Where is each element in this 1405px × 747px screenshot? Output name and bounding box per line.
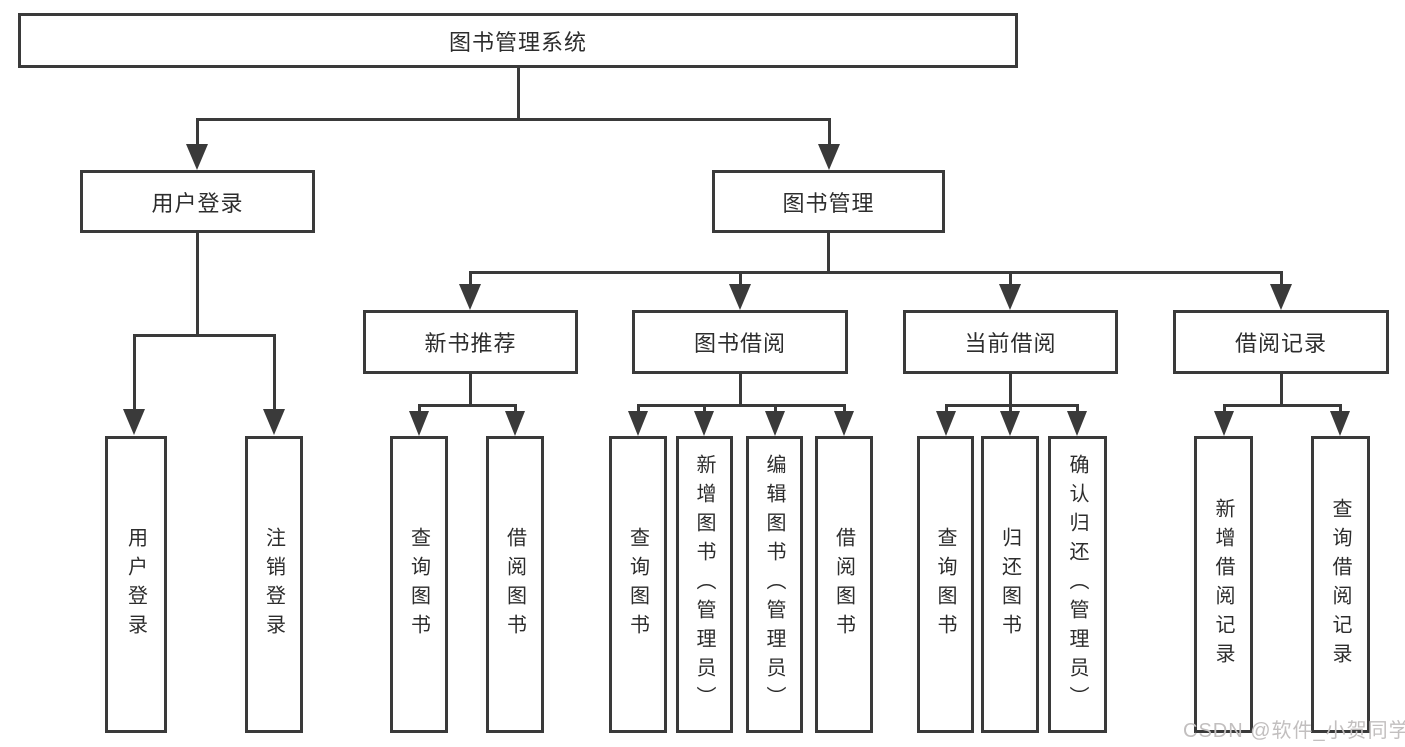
connector-line xyxy=(133,334,276,337)
leaf-add-book-admin-label: 新增图书（管理员） xyxy=(693,454,715,715)
connector-line xyxy=(517,65,520,121)
leaf-query-book: 查询图书 xyxy=(917,436,974,733)
arrowhead-down-icon xyxy=(694,411,714,436)
leaf-logout: 注销登录 xyxy=(245,436,303,733)
connector-line xyxy=(827,231,830,274)
leaf-return-book-label: 归还图书 xyxy=(998,526,1021,643)
leaf-edit-book-admin: 编辑图书（管理员） xyxy=(746,436,803,733)
connector-line xyxy=(1280,273,1283,286)
arrowhead-down-icon xyxy=(459,284,481,310)
connector-line xyxy=(1223,406,1226,413)
connector-line xyxy=(739,372,742,407)
connector-line xyxy=(843,406,846,413)
arrowhead-down-icon xyxy=(263,409,285,435)
node-root: 图书管理系统 xyxy=(18,13,1018,68)
connector-line xyxy=(1009,273,1012,286)
connector-line xyxy=(1076,406,1079,413)
connector-line xyxy=(1339,406,1342,413)
arrowhead-down-icon xyxy=(834,411,854,436)
connector-line xyxy=(469,372,472,407)
connector-line xyxy=(1223,404,1342,407)
arrowhead-down-icon xyxy=(765,411,785,436)
arrowhead-down-icon xyxy=(123,409,145,435)
leaf-confirm-return-admin: 确认归还（管理员） xyxy=(1048,436,1107,733)
connector-line xyxy=(418,406,421,413)
arrowhead-down-icon xyxy=(505,411,525,436)
connector-line xyxy=(196,120,199,146)
node-user-login-label: 用户登录 xyxy=(151,190,244,216)
arrowhead-down-icon xyxy=(1214,411,1234,436)
leaf-edit-book-admin-label: 编辑图书（管理员） xyxy=(763,454,785,715)
node-book-borrow: 图书借阅 xyxy=(632,310,848,374)
leaf-borrow-book-label: 借阅图书 xyxy=(503,526,526,643)
leaf-borrow-book: 借阅图书 xyxy=(486,436,544,733)
leaf-add-borrow-record-label: 新增借阅记录 xyxy=(1212,497,1234,672)
leaf-confirm-return-admin-label: 确认归还（管理员） xyxy=(1066,454,1088,715)
connector-line xyxy=(703,406,706,413)
arrowhead-down-icon xyxy=(1270,284,1292,310)
connector-line xyxy=(637,404,846,407)
arrowhead-down-icon xyxy=(409,411,429,436)
leaf-return-book: 归还图书 xyxy=(981,436,1039,733)
arrowhead-down-icon xyxy=(999,284,1021,310)
csdn-watermark: CSDN @软件_小贺同学 xyxy=(1183,720,1405,742)
leaf-borrow-book: 借阅图书 xyxy=(815,436,873,733)
connector-line xyxy=(828,120,831,146)
node-new-book-recommend: 新书推荐 xyxy=(363,310,578,374)
node-user-login: 用户登录 xyxy=(80,170,315,233)
connector-line xyxy=(1009,406,1012,413)
node-new-book-recommend-label: 新书推荐 xyxy=(424,331,517,356)
arrowhead-down-icon xyxy=(628,411,648,436)
leaf-add-book-admin: 新增图书（管理员） xyxy=(676,436,733,733)
arrowhead-down-icon xyxy=(1067,411,1087,436)
leaf-user-login-label: 用户登录 xyxy=(124,526,147,643)
node-borrow-records-label: 借阅记录 xyxy=(1234,331,1327,356)
leaf-query-book-label: 查询图书 xyxy=(934,526,956,643)
leaf-query-borrow-record-label: 查询借阅记录 xyxy=(1329,497,1351,672)
connector-line xyxy=(196,231,199,337)
leaf-borrow-book-label: 借阅图书 xyxy=(832,526,855,643)
node-root-label: 图书管理系统 xyxy=(448,29,587,55)
leaf-logout-label: 注销登录 xyxy=(262,526,285,643)
connector-line xyxy=(945,404,1079,407)
connector-line xyxy=(469,271,1283,274)
node-borrow-records: 借阅记录 xyxy=(1173,310,1389,374)
leaf-query-book-label: 查询图书 xyxy=(407,526,430,643)
arrowhead-down-icon xyxy=(1000,411,1020,436)
connector-line xyxy=(1280,372,1283,407)
connector-line xyxy=(196,118,831,121)
connector-line xyxy=(1009,372,1012,407)
connector-line xyxy=(418,404,517,407)
connector-line xyxy=(273,336,276,411)
node-book-borrow-label: 图书借阅 xyxy=(693,331,786,356)
leaf-add-borrow-record: 新增借阅记录 xyxy=(1194,436,1253,733)
connector-line xyxy=(514,406,517,413)
connector-line xyxy=(739,273,742,286)
leaf-query-book: 查询图书 xyxy=(609,436,667,733)
node-book-management: 图书管理 xyxy=(712,170,945,233)
node-current-borrow-label: 当前借阅 xyxy=(964,331,1057,356)
arrowhead-down-icon xyxy=(818,144,840,170)
connector-line xyxy=(133,336,136,411)
arrowhead-down-icon xyxy=(186,144,208,170)
connector-line xyxy=(774,406,777,413)
node-book-management-label: 图书管理 xyxy=(782,190,875,216)
leaf-query-borrow-record: 查询借阅记录 xyxy=(1311,436,1370,733)
node-current-borrow: 当前借阅 xyxy=(903,310,1118,374)
leaf-query-book: 查询图书 xyxy=(390,436,448,733)
connector-line xyxy=(945,406,948,413)
arrowhead-down-icon xyxy=(729,284,751,310)
leaf-query-book-label: 查询图书 xyxy=(626,526,649,643)
leaf-user-login: 用户登录 xyxy=(105,436,167,733)
connector-line xyxy=(469,273,472,286)
connector-line xyxy=(637,406,640,413)
arrowhead-down-icon xyxy=(936,411,956,436)
arrowhead-down-icon xyxy=(1330,411,1350,436)
